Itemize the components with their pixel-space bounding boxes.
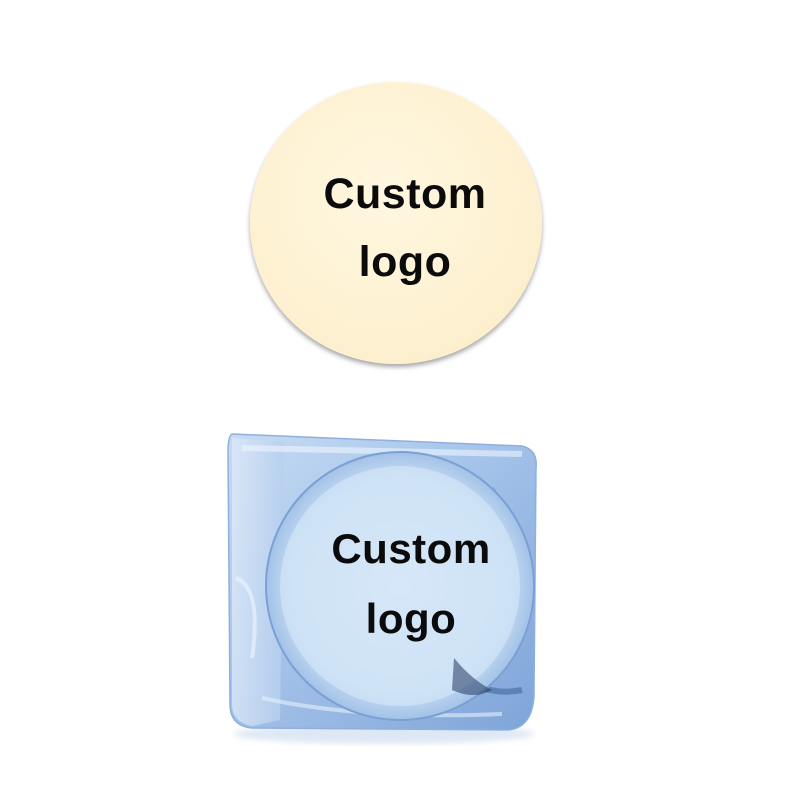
ice-sticker-label: Custom logo <box>282 514 540 654</box>
sticker-label: Custom logo <box>250 160 542 296</box>
ice-cube: Custom logo <box>222 428 540 748</box>
round-sticker: Custom logo <box>250 82 542 364</box>
ice-sticker-label-line2: logo <box>365 595 457 642</box>
ice-cube-icon <box>227 433 537 744</box>
sticker-label-line1: Custom <box>323 170 487 218</box>
ice-sticker-label-line1: Custom <box>331 525 491 572</box>
sticker-label-line2: logo <box>358 238 452 286</box>
